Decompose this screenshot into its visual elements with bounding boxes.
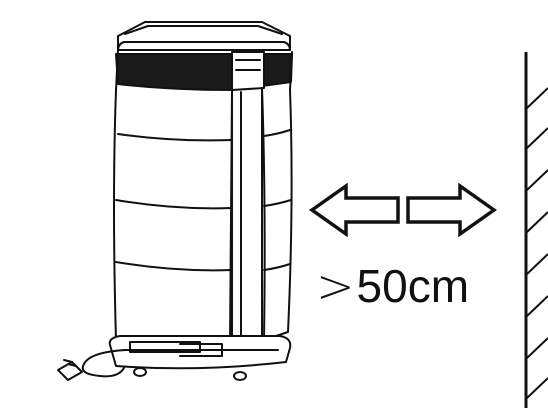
distance-unit: cm [407, 260, 470, 312]
purifier-front-strip [231, 87, 263, 347]
purifier-wheel [233, 371, 247, 381]
air-purifier-illustration [57, 21, 293, 381]
distance-label: >50cm [316, 258, 469, 314]
wall-hatching [524, 52, 548, 408]
double-arrow-icon [308, 182, 498, 238]
right-arrow-icon [406, 182, 498, 238]
distance-comparator: > [316, 259, 355, 313]
left-arrow-icon [308, 182, 400, 238]
purifier-power-cord [81, 349, 127, 378]
purifier-outlet-band [115, 53, 233, 91]
distance-value: 50 [356, 260, 408, 312]
purifier-wheel [133, 367, 147, 377]
purifier-body [113, 49, 233, 347]
